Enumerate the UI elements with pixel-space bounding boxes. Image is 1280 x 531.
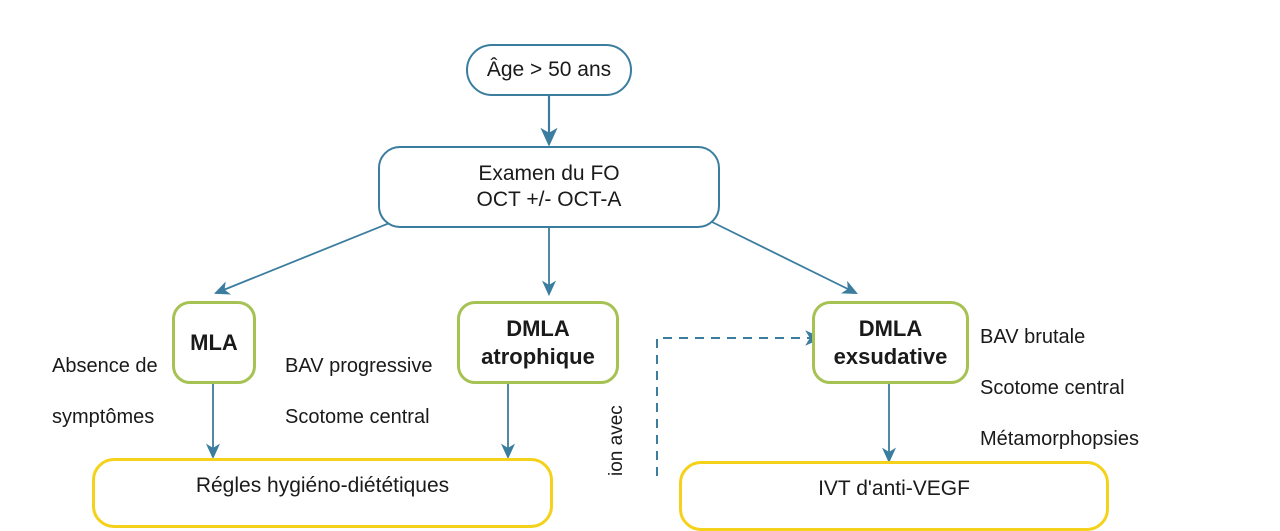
node-atrophique-line2: atrophique — [481, 343, 595, 369]
node-traitement-right-line1: IVT d'anti-VEGF — [818, 477, 970, 500]
node-examen-fo[interactable]: Examen du FO OCT +/- OCT-A — [378, 146, 720, 228]
node-atrophique-line1: DMLA — [506, 316, 570, 341]
node-dmla-exsudative[interactable]: DMLA exsudative — [812, 301, 969, 384]
label-bav-progressive-line1: BAV progressive — [285, 354, 433, 377]
label-bav-progressive-line2: Scotome central — [285, 405, 430, 428]
label-bav-progressive: BAV progressive Scotome central — [285, 328, 445, 430]
label-evolution-avec: ion avec — [606, 405, 627, 476]
node-exsudative-line1: DMLA — [858, 316, 923, 341]
label-absence-symptomes: Absence de symptômes — [52, 328, 170, 430]
node-exsudative-line2: exsudative — [833, 343, 948, 369]
edge-examen-to-mla — [213, 221, 393, 295]
label-exsudative-line1: BAV brutale — [980, 325, 1086, 348]
label-absence-line1: Absence de — [52, 354, 158, 377]
node-examen-line1: Examen du FO — [478, 161, 620, 185]
node-traitement-left-line1: Régles hygiéno-diététiques — [195, 474, 450, 497]
label-exsudative-line2: Scotome central — [980, 376, 1125, 399]
label-exsudative-line3: Métamorphopsies — [980, 427, 1139, 450]
label-absence-line2: symptômes — [52, 405, 155, 428]
edge-evolution-dashed — [656, 330, 823, 476]
edge-examen-to-exsudative — [711, 221, 858, 294]
node-examen-line2: OCT +/- OCT-A — [476, 188, 622, 211]
node-age-line1: Âge > 50 ans — [486, 57, 612, 81]
node-dmla-atrophique[interactable]: DMLA atrophique — [457, 301, 619, 384]
node-mla[interactable]: MLA — [172, 301, 256, 384]
flowchart-canvas: Âge > 50 ans Examen du FO OCT +/- OCT-A … — [52, 44, 1200, 531]
label-symptomes-exsudative: BAV brutale Scotome central Métamorphops… — [980, 299, 1200, 453]
node-traitement-ivt[interactable]: IVT d'anti-VEGF — [679, 461, 1109, 531]
node-age[interactable]: Âge > 50 ans — [466, 44, 632, 96]
node-mla-line1: MLA — [190, 329, 238, 355]
node-traitement-hygieno-dietetique[interactable]: Régles hygiéno-diététiques — [92, 458, 553, 528]
